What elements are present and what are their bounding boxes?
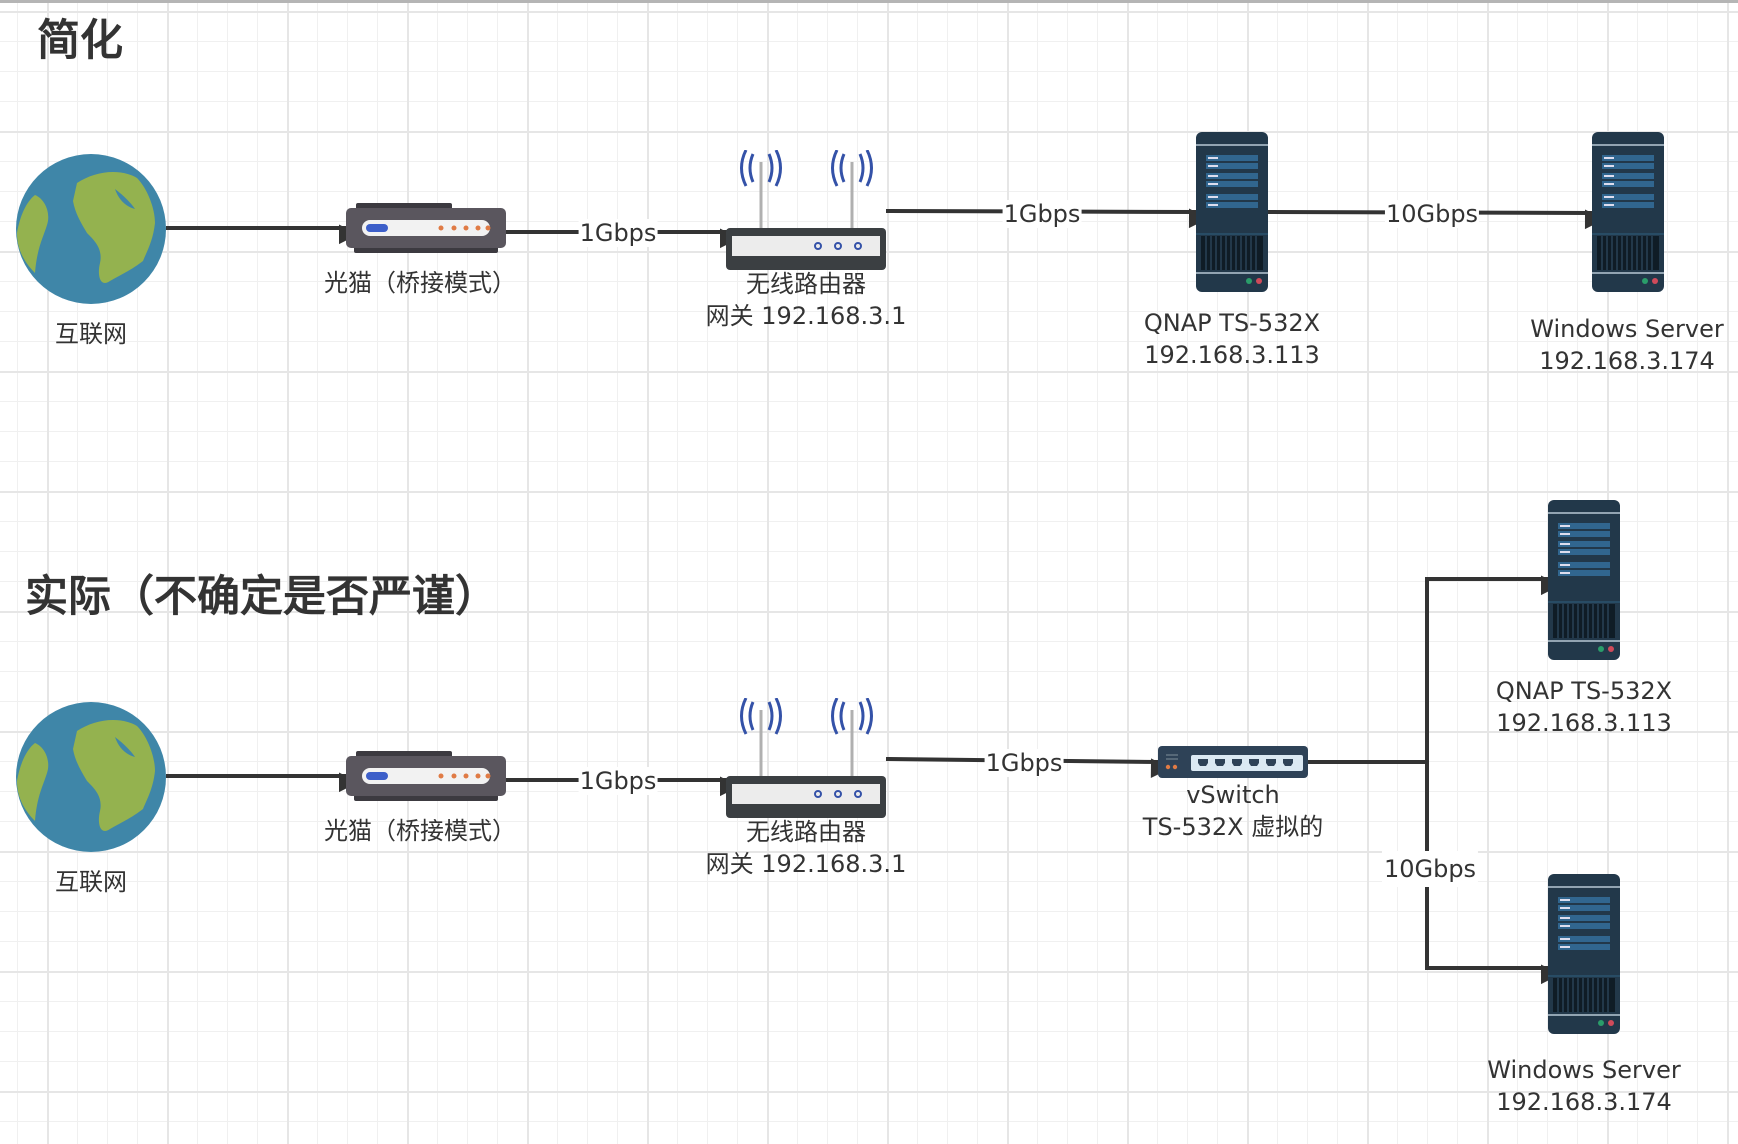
edge-label-vswitch-servers: 10Gbps: [1381, 851, 1479, 887]
edge-vswitch-windows[interactable]: [1425, 762, 1561, 985]
server-icon: [1548, 500, 1620, 660]
node-modem[interactable]: [346, 203, 506, 257]
edge-vswitch-nas[interactable]: [1425, 575, 1561, 762]
node-label-vswitch-desc: TS-532X 虚拟的: [1142, 813, 1324, 841]
node-label-modem: 光猫（桥接模式）: [324, 817, 516, 845]
node-windows-server[interactable]: [1592, 132, 1664, 296]
node-router[interactable]: [726, 697, 886, 824]
edge-label-modem-router: 1Gbps: [578, 767, 658, 795]
section-title-actual: 实际（不确定是否严谨）: [25, 572, 498, 622]
node-router[interactable]: [726, 149, 886, 276]
section-title-simplified: 简化: [37, 16, 123, 66]
edge-label-router-nas: 1Gbps: [1002, 200, 1082, 228]
node-label-router-name: 无线路由器: [746, 270, 866, 298]
switch-icon: [1158, 746, 1308, 778]
node-label-modem: 光猫（桥接模式）: [324, 269, 516, 297]
node-windows-server[interactable]: [1548, 874, 1620, 1038]
node-internet[interactable]: [15, 701, 167, 857]
wireless-router-icon: [726, 149, 886, 270]
server-icon: [1548, 874, 1620, 1034]
modem-icon: [346, 203, 506, 253]
node-label-nas-name: QNAP TS-532X: [1143, 309, 1321, 337]
server-icon: [1592, 132, 1664, 292]
node-label-vswitch-name: vSwitch: [1186, 781, 1280, 809]
node-label-nas-name: QNAP TS-532X: [1495, 677, 1673, 705]
node-label-router-ip: 网关 192.168.3.1: [705, 302, 907, 330]
node-label-router-ip: 网关 192.168.3.1: [705, 850, 907, 878]
node-internet[interactable]: [15, 153, 167, 309]
node-label-windows-name: Windows Server: [1530, 315, 1724, 343]
edge-label-nas-windows: 10Gbps: [1384, 200, 1480, 228]
node-label-windows-ip: 192.168.3.174: [1496, 1088, 1672, 1116]
edge-label-router-vswitch: 1Gbps: [984, 749, 1064, 777]
node-label-windows-name: Windows Server: [1487, 1056, 1681, 1084]
node-nas[interactable]: [1196, 132, 1268, 296]
node-modem[interactable]: [346, 751, 506, 805]
node-vswitch[interactable]: [1158, 746, 1308, 782]
globe-icon: [16, 702, 166, 852]
node-label-internet: 互联网: [55, 320, 127, 348]
node-label-internet: 互联网: [55, 868, 127, 896]
edge-label-modem-router: 1Gbps: [578, 219, 658, 247]
globe-icon: [16, 154, 166, 304]
node-label-nas-ip: 192.168.3.113: [1496, 709, 1672, 737]
wireless-router-icon: [726, 697, 886, 818]
node-label-windows-ip: 192.168.3.174: [1539, 347, 1715, 375]
node-label-router-name: 无线路由器: [746, 818, 866, 846]
server-icon: [1196, 132, 1268, 292]
node-nas[interactable]: [1548, 500, 1620, 664]
node-label-nas-ip: 192.168.3.113: [1144, 341, 1320, 369]
modem-icon: [346, 751, 506, 801]
